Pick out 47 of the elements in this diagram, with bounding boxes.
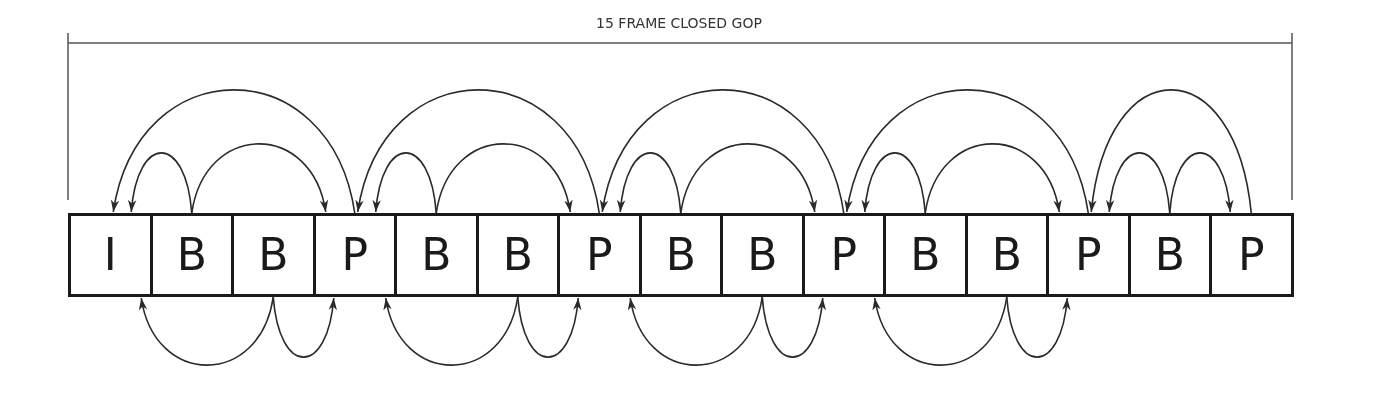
curved-arrow: [112, 89, 356, 214]
frame-type-label: B: [910, 233, 941, 277]
curved-arrow: [140, 296, 275, 366]
frame-type-label: P: [1237, 233, 1265, 277]
curved-arrow: [601, 89, 845, 214]
frame-box: [394, 213, 479, 297]
frame-type-label: P: [830, 233, 857, 277]
curved-arrow: [384, 296, 519, 366]
diagram-title: 15 FRAME CLOSED GOP: [596, 15, 762, 32]
frame-type-label: B: [258, 233, 289, 277]
curved-arrow: [435, 143, 572, 214]
frame-box: [1209, 213, 1294, 297]
frame-box: [68, 213, 153, 297]
curved-arrow: [679, 143, 816, 214]
frame-box: [231, 213, 316, 297]
curved-arrow: [356, 89, 601, 214]
curved-arrow: [617, 152, 682, 214]
curved-arrow: [862, 152, 927, 214]
curved-arrow: [1106, 152, 1171, 214]
curved-arrow: [272, 296, 337, 358]
frame-type-label: B: [747, 233, 778, 277]
frame-box: [1046, 213, 1131, 297]
frame-type-label: P: [1074, 233, 1102, 277]
frame-type-label: B: [176, 233, 207, 277]
curved-arrow: [1168, 152, 1233, 214]
frame-type-label: B: [665, 233, 696, 277]
curved-arrow: [373, 152, 438, 214]
curved-arrow: [128, 152, 193, 214]
curved-arrow: [516, 296, 581, 358]
frame-type-label: B: [502, 233, 533, 277]
curved-arrow: [845, 89, 1090, 214]
frame-type-label: B: [991, 233, 1022, 277]
curved-arrow: [190, 143, 327, 214]
curved-arrow: [1089, 89, 1253, 214]
frame-type-label: B: [1154, 233, 1185, 277]
frame-box: [557, 213, 642, 297]
curved-arrow: [924, 143, 1061, 214]
curved-arrow: [761, 296, 826, 358]
curved-arrow: [1005, 296, 1070, 358]
curved-arrow: [629, 296, 764, 366]
frame-type-label: B: [421, 233, 452, 277]
frame-type-label: P: [341, 233, 368, 277]
frame-box: [720, 213, 805, 297]
frame-box: [883, 213, 968, 297]
frame-type-label: P: [585, 233, 613, 277]
curved-arrow: [873, 296, 1008, 366]
frame-type-label: I: [103, 233, 117, 277]
